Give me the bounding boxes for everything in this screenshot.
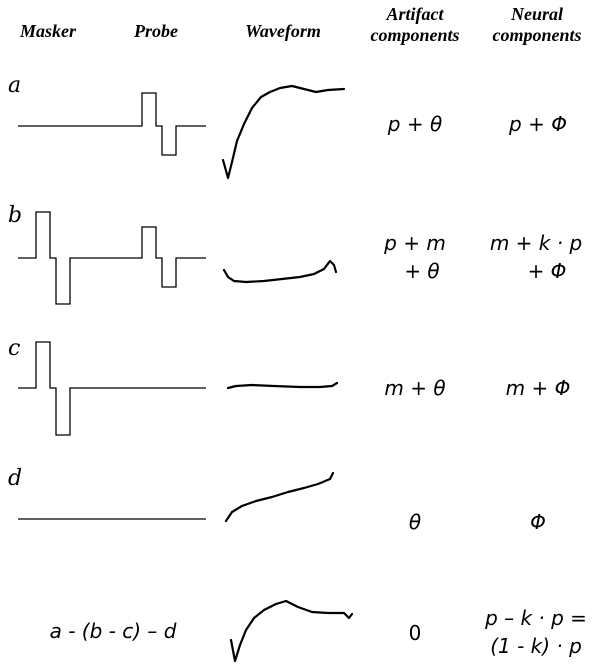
artifact-expression: m + θ	[384, 376, 446, 400]
artifact-expression: 0	[408, 621, 422, 645]
row-label-a: a	[8, 73, 22, 98]
header-probe: Probe	[134, 21, 178, 41]
artifact-components-b: p + m + θ	[355, 229, 475, 285]
header-waveform: Waveform	[245, 21, 321, 41]
artifact-components-combination: 0	[355, 619, 475, 647]
artifact-expression-line1: p + m	[384, 231, 446, 255]
artifact-components-c: m + θ	[355, 374, 475, 402]
header-artifact-components: Artifact components	[356, 4, 474, 46]
row-label-combination: a - (b - c) – d	[49, 619, 177, 643]
row-label-d: d	[8, 466, 23, 491]
artifact-expression-line2: + θ	[404, 259, 440, 283]
header-neural-line1: Neural	[510, 4, 563, 24]
header-artifact-line2: components	[370, 25, 460, 45]
artifact-components-a: p + θ	[355, 110, 475, 138]
neural-expression-line1: m + k · p	[489, 231, 583, 255]
neural-expression-line1: p – k · p =	[485, 606, 587, 630]
header-masker: Masker	[19, 21, 76, 41]
artifact-expression: θ	[408, 510, 422, 534]
neural-expression-line2: + Φ	[527, 259, 567, 283]
row-label-c: c	[8, 336, 21, 361]
artifact-components-d: θ	[355, 508, 475, 536]
artifact-expression: p + θ	[387, 112, 443, 136]
neural-components-b: m + k · p + Φ	[474, 229, 598, 285]
header-neural-line2: components	[492, 25, 582, 45]
neural-components-d: Φ	[478, 508, 598, 536]
neural-expression: m + Φ	[505, 376, 571, 400]
neural-expression: Φ	[530, 510, 546, 534]
header-neural-components: Neural components	[478, 4, 596, 46]
neural-components-c: m + Φ	[478, 374, 598, 402]
row-label-b: b	[8, 203, 23, 228]
neural-components-a: p + Φ	[478, 110, 598, 138]
neural-components-combination: p – k · p = (1 - k) · p	[474, 604, 598, 660]
neural-expression: p + Φ	[509, 112, 567, 136]
neural-expression-line2: (1 - k) · p	[490, 634, 582, 658]
header-artifact-line1: Artifact	[386, 4, 444, 24]
